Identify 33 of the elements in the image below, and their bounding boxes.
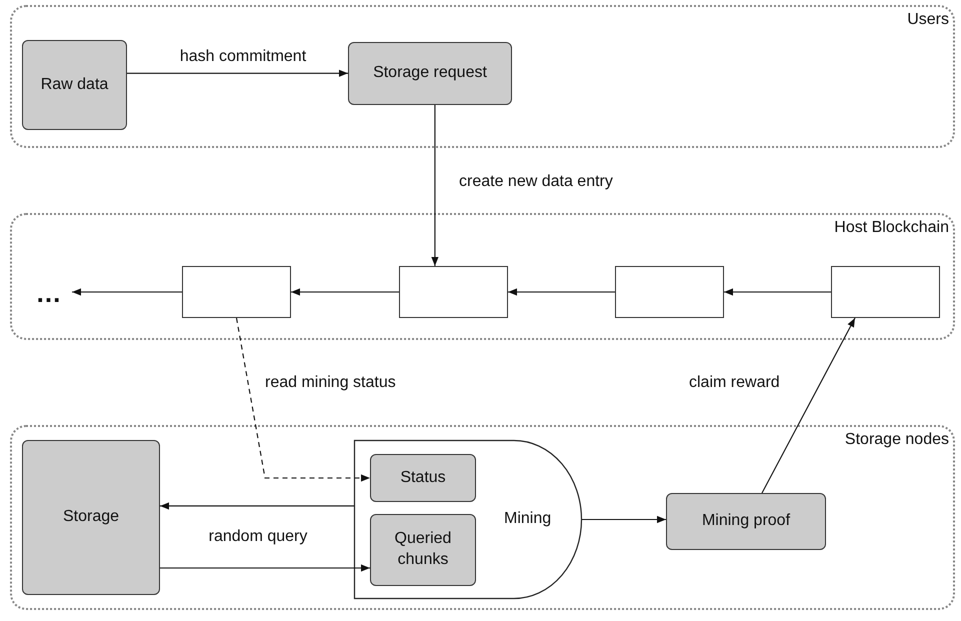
process-box: Raw data xyxy=(22,40,127,130)
process-box: Mining proof xyxy=(666,493,826,550)
mining-shape xyxy=(354,440,582,599)
edge-label: random query xyxy=(206,527,310,546)
node-label: Mining xyxy=(504,510,552,528)
process-box: Queried chunks xyxy=(370,514,476,586)
group-label: Host Blockchain xyxy=(834,219,949,237)
edge-label: create new data entry xyxy=(457,172,615,192)
process-box: Status xyxy=(370,454,476,502)
arrow xyxy=(291,288,399,296)
arrow xyxy=(431,105,439,266)
arrow xyxy=(160,502,354,510)
arrow xyxy=(724,288,831,296)
process-box: Storage request xyxy=(348,42,512,105)
group-label: Storage nodes xyxy=(844,431,949,449)
arrow xyxy=(236,318,370,482)
ellipsis-text: ... xyxy=(26,282,72,306)
arrow xyxy=(508,288,615,296)
process-box: Storage xyxy=(22,440,160,595)
group-panel xyxy=(10,213,955,340)
group-panel xyxy=(10,5,955,148)
block-box xyxy=(399,266,508,318)
arrow xyxy=(160,564,370,572)
arrow xyxy=(127,70,348,77)
arrow xyxy=(72,288,182,296)
arrow xyxy=(582,516,666,524)
block-box xyxy=(831,266,940,318)
group-label: Users xyxy=(907,11,949,29)
edge-label: read mining status xyxy=(263,373,398,392)
arrow xyxy=(762,318,856,494)
block-box xyxy=(182,266,291,318)
block-box xyxy=(615,266,724,318)
group-panel xyxy=(10,425,955,610)
